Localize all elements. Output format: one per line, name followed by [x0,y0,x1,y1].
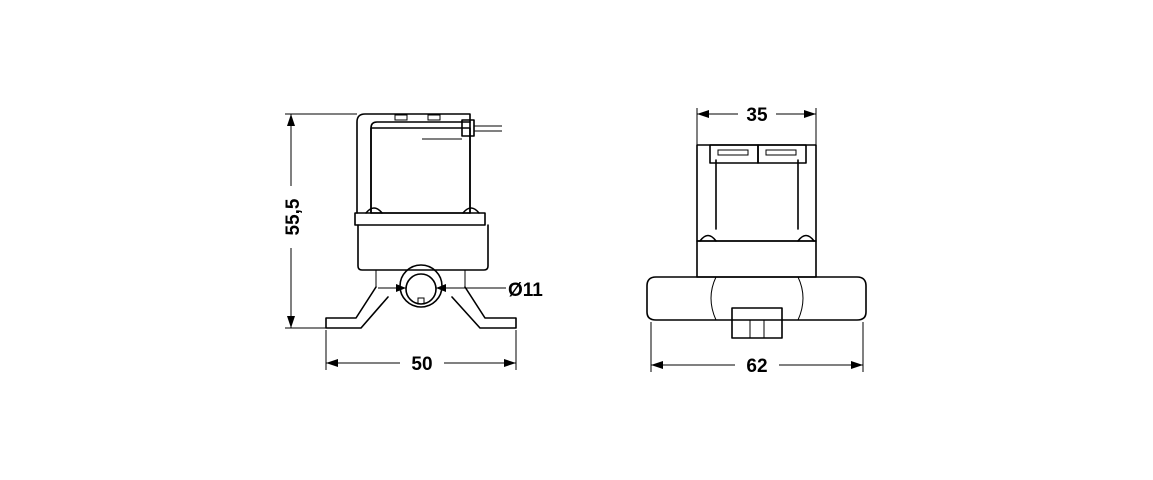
coil-bracket-inner [370,121,471,214]
front-view [646,144,867,339]
front-view-dimensions: 35 62 [650,105,864,377]
terminal-connector-left [709,144,759,164]
side-view-dimensions: 55,5 50 Ø11 [283,113,543,375]
mounting-foot-right [451,286,517,329]
bottom-width-dimension-label: 62 [746,356,767,377]
outlet-port-inner [405,273,437,305]
terminal-blade [765,149,797,156]
terminal-blade [717,149,749,156]
width-dimension-label: 50 [411,354,432,375]
coil-body [370,127,471,214]
mounting-foot-left [325,286,389,329]
terminal-connector-right [757,144,807,164]
arrowhead [851,361,863,369]
valve-body [357,224,489,271]
arrowhead [287,316,295,328]
pipe-body [646,276,867,321]
arrowhead [396,284,406,292]
arrowhead [287,114,295,126]
connector-pins [422,125,502,140]
port-diameter-label: Ø11 [508,280,543,301]
height-dimension-label: 55,5 [283,198,304,235]
connector-block [461,119,475,137]
flange-screws [365,207,480,214]
coil-bracket [356,113,471,214]
frame-screws [699,234,815,242]
terminal-tab [394,114,408,121]
bottom-nut [731,307,783,339]
coil-flange [354,212,486,226]
top-width-dimension-label: 35 [746,105,768,126]
pipe-contour [710,276,804,321]
arrowhead [436,284,446,292]
terminal-tab [427,114,441,121]
body-flange [696,240,817,278]
arrowhead [326,359,338,367]
arrowhead [651,361,663,369]
arrowhead [697,110,709,118]
arrowhead [804,110,816,118]
side-view [325,113,517,329]
arrowhead [504,359,516,367]
port-marker [417,297,425,305]
body-neck [375,270,466,287]
